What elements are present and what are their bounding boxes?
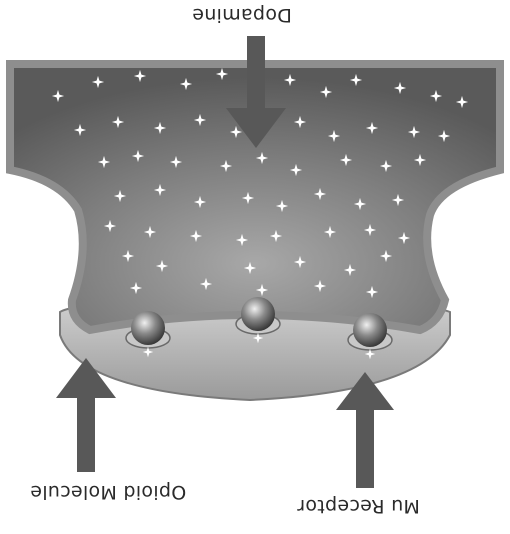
- mu-receptor-label: Mu Receptor: [297, 495, 420, 517]
- opioid-molecule-label: Opioid Molecule: [30, 481, 186, 503]
- dopamine-label: Dopamine: [192, 4, 292, 26]
